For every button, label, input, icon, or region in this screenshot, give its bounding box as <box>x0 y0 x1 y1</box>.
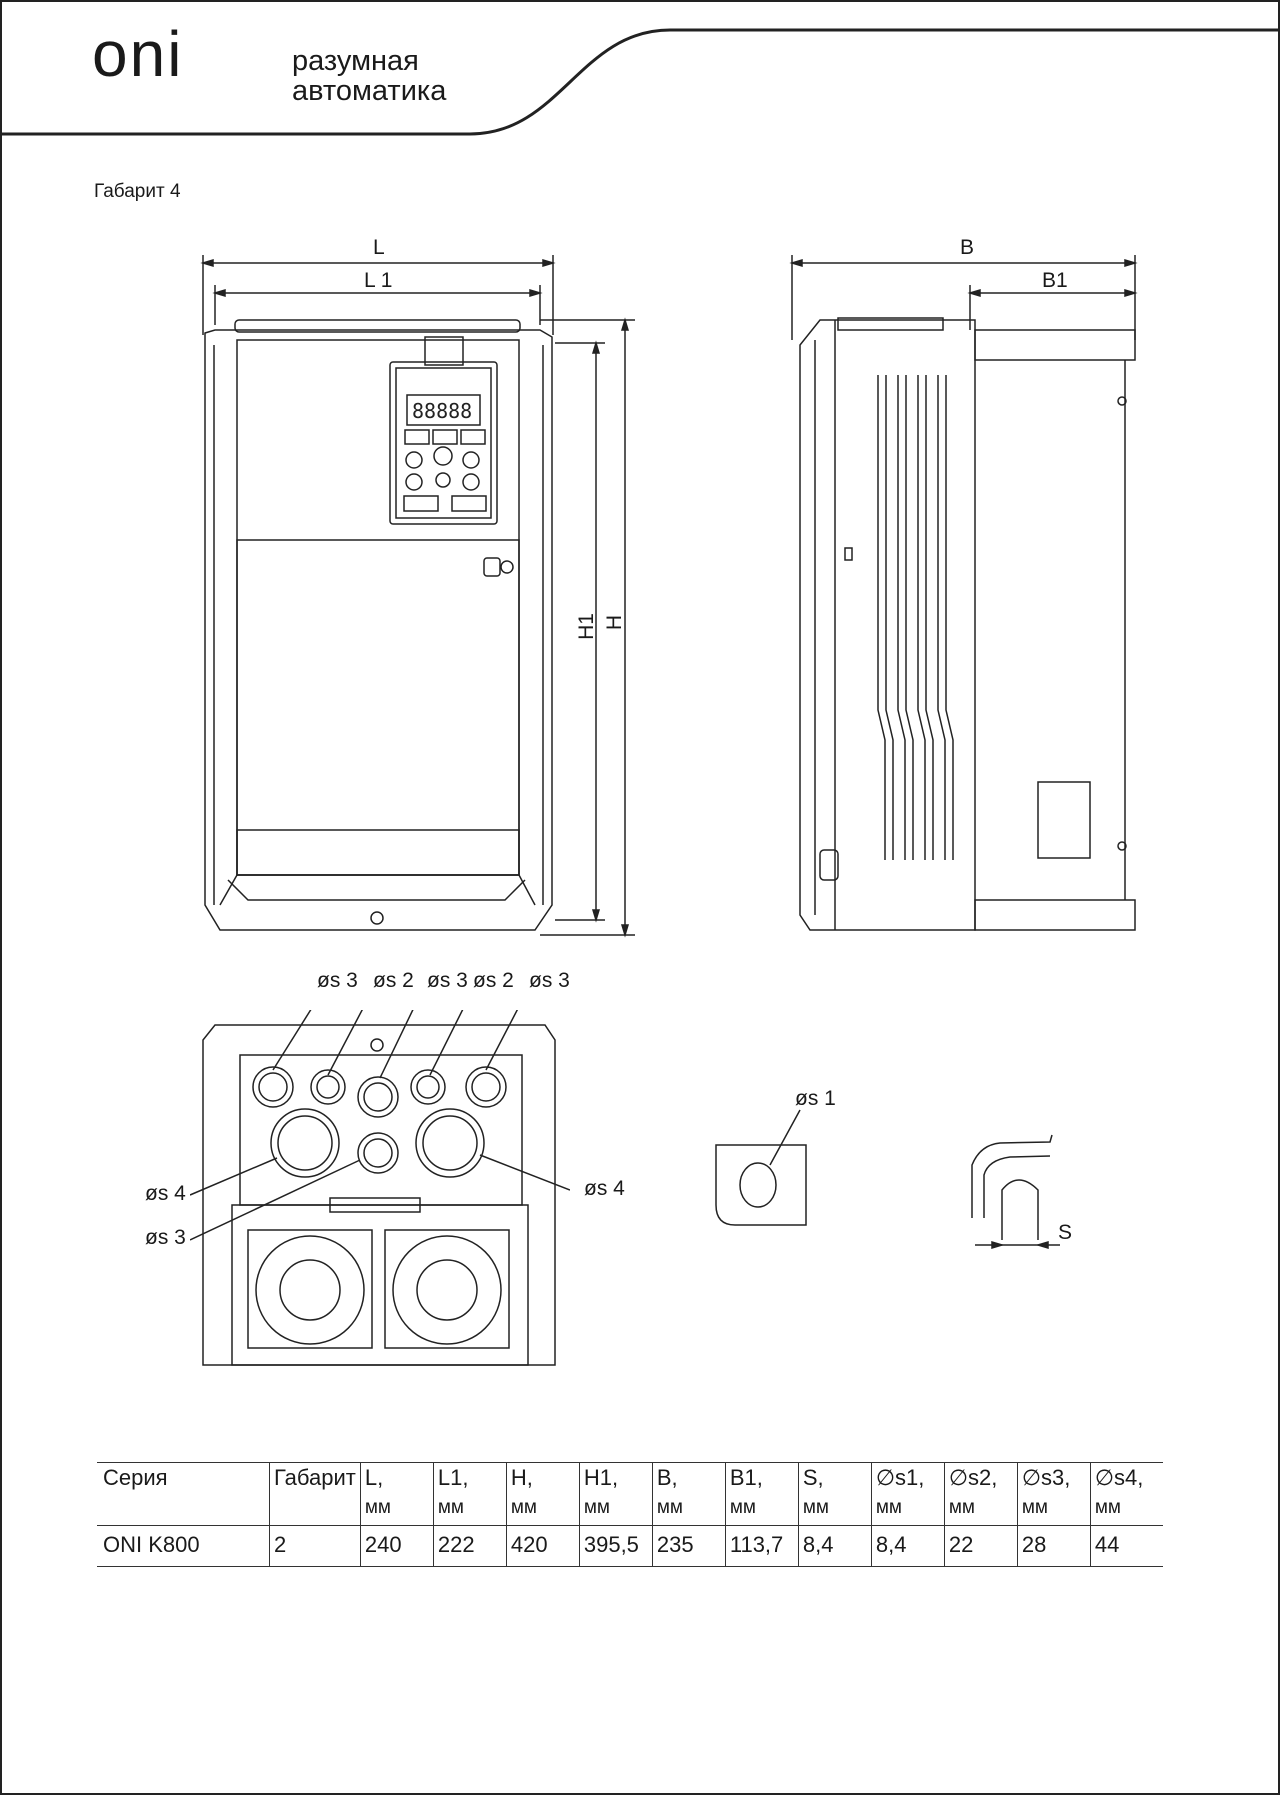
dim-label-S: S <box>1058 1221 1073 1244</box>
tagline-line-1: разумная <box>292 45 419 77</box>
col-header-s4: ∅s4,мм <box>1089 1462 1163 1526</box>
dim-label-s2-a: øs 2 <box>373 969 414 992</box>
cell-L1: 222 <box>432 1525 507 1567</box>
dim-label-B: B <box>960 236 975 259</box>
dim-label-s3-b: øs 3 <box>427 969 468 992</box>
cell-B: 235 <box>651 1525 726 1567</box>
front-keypad-display: 88888 <box>412 399 472 423</box>
cell-s3: 28 <box>1016 1525 1091 1567</box>
col-header-H: H,мм <box>505 1462 580 1526</box>
dim-label-s4-right: øs 4 <box>584 1177 625 1200</box>
brand-logo: oni <box>92 18 184 90</box>
col-header-B1: B1,мм <box>724 1462 799 1526</box>
cell-s1: 8,4 <box>870 1525 945 1567</box>
col-header-s3: ∅s3,мм <box>1016 1462 1091 1526</box>
front-view-drawing: 88888 <box>200 255 635 938</box>
cell-size: 2 <box>269 1525 361 1567</box>
bottom-view-drawing <box>190 1010 570 1366</box>
col-header-S: S,мм <box>797 1462 872 1526</box>
cell-s2: 22 <box>943 1525 1018 1567</box>
col-header-B: B,мм <box>651 1462 726 1526</box>
svg-text:88888: 88888 <box>412 399 472 423</box>
dim-label-s1: øs 1 <box>795 1087 836 1110</box>
col-header-s2: ∅s2,мм <box>943 1462 1018 1526</box>
col-header-s1: ∅s1,мм <box>870 1462 945 1526</box>
spec-table-header-row: Серия Габарит L,мм L1,мм H,мм H1,мм B,мм… <box>97 1462 1163 1526</box>
cell-H: 420 <box>505 1525 580 1567</box>
cell-s4: 44 <box>1089 1525 1163 1567</box>
col-header-H1: H1,мм <box>578 1462 653 1526</box>
cell-S: 8,4 <box>797 1525 872 1567</box>
dim-label-s3-c: øs 3 <box>529 969 570 992</box>
dim-label-s4-left: øs 4 <box>145 1182 186 1205</box>
cell-series: ONI K800 <box>97 1525 270 1567</box>
cell-B1: 113,7 <box>724 1525 799 1567</box>
dim-label-L: L <box>373 236 385 259</box>
col-header-L1: L1,мм <box>432 1462 507 1526</box>
dim-label-s3-a: øs 3 <box>317 969 358 992</box>
cell-H1: 395,5 <box>578 1525 653 1567</box>
dim-label-H1: H1 <box>574 613 598 640</box>
side-view-drawing <box>789 255 1138 931</box>
bracket-detail-drawing <box>971 1134 1060 1250</box>
col-header-series: Серия <box>97 1462 270 1526</box>
tagline-line-2: автоматика <box>292 75 447 107</box>
dim-label-L1: L 1 <box>364 269 393 292</box>
brand-tagline: разумная автоматика <box>292 46 446 106</box>
spec-table: Серия Габарит L,мм L1,мм H,мм H1,мм B,мм… <box>97 1462 1163 1567</box>
size-label: Габарит 4 <box>94 181 181 202</box>
dim-label-s2-b: øs 2 <box>473 969 514 992</box>
spec-table-row: ONI K800 2 240 222 420 395,5 235 113,7 8… <box>97 1525 1163 1567</box>
col-header-L: L,мм <box>359 1462 434 1526</box>
dim-label-H: H <box>603 614 627 631</box>
cell-L: 240 <box>359 1525 434 1567</box>
dim-label-s3-left: øs 3 <box>145 1226 186 1249</box>
hole-detail-drawing <box>715 1109 807 1226</box>
col-header-size: Габарит <box>269 1462 361 1526</box>
dim-label-B1: B1 <box>1042 269 1068 292</box>
